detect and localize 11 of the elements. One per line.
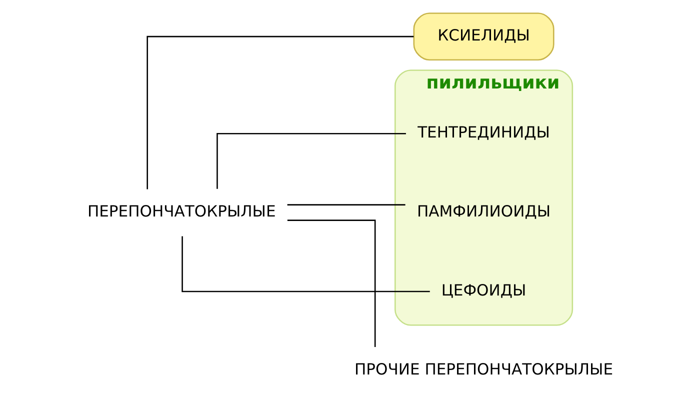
node-box: КСИЕЛИДЫ <box>412 12 554 61</box>
node-text: ПАМФИЛИОИДЫ <box>416 202 550 221</box>
connector <box>216 132 406 189</box>
connector <box>286 220 376 347</box>
node-text: ПРОЧИЕ ПЕРЕПОНЧАТОКРЫЛЫЕ <box>354 360 613 378</box>
connector <box>181 236 430 292</box>
connector <box>146 36 414 190</box>
connector <box>286 204 405 206</box>
node-text: ТЕНТРЕДИНИДЫ <box>417 124 550 142</box>
node-text: ПЕРЕПОНЧАТОКРЫЛЫЕ <box>86 202 276 221</box>
node-text: ЦЕФОИДЫ <box>440 282 526 300</box>
